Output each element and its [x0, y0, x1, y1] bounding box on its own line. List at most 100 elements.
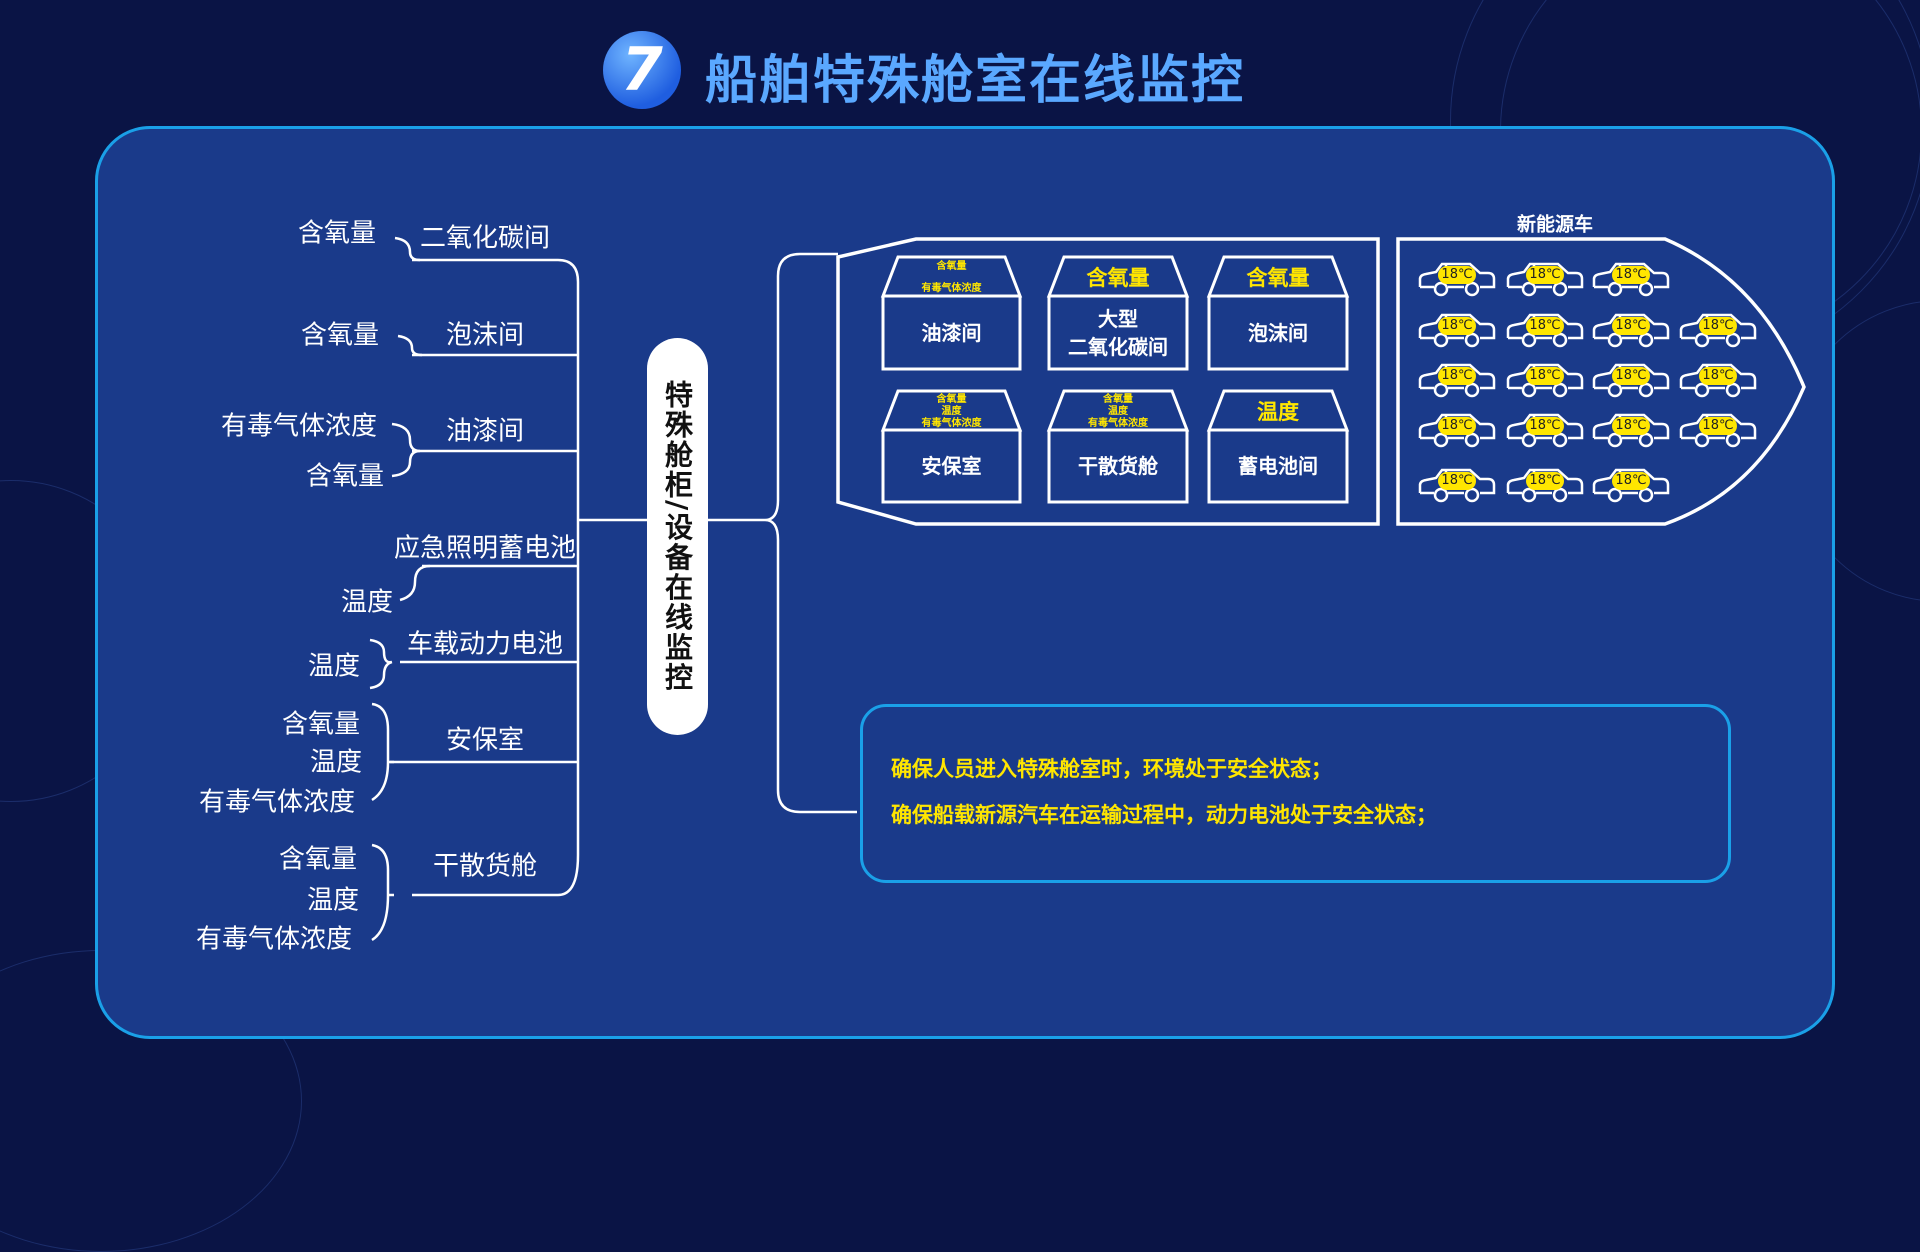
room-sensor-param: 含氧量 [936, 393, 967, 405]
ev-car: 18℃ [1592, 261, 1670, 299]
car-icon [1506, 262, 1584, 297]
ev-car: 18℃ [1506, 312, 1584, 350]
car-battery-temp: 18℃ [1438, 317, 1476, 335]
room-name: 油漆间 [921, 320, 982, 345]
param-label: 含氧量 [297, 218, 377, 249]
branch-co2-room: 二氧化碳间 [419, 223, 551, 254]
room-name: 蓄电池间 [1238, 454, 1318, 478]
car-icon [1679, 363, 1757, 398]
car-battery-temp: 18℃ [1526, 417, 1564, 435]
car-icon [1506, 313, 1584, 348]
room-sensors: 含氧量温度有毒气体浓度 [922, 394, 982, 430]
room-outline [1046, 255, 1190, 371]
room-outline [1046, 389, 1190, 504]
room-outline [880, 255, 1023, 371]
room-name: 干散货舱 [1078, 454, 1158, 478]
branch-bulk-cargo: 干散货舱 [432, 851, 538, 882]
room-sensors: 含氧量 [1087, 266, 1150, 290]
ev-car: 18℃ [1418, 412, 1496, 450]
room-outline [1206, 389, 1350, 504]
room-name: 安保室 [921, 454, 982, 478]
car-battery-temp: 18℃ [1699, 417, 1737, 435]
car-battery-temp: 18℃ [1612, 417, 1650, 435]
car-battery-temp: 18℃ [1526, 472, 1564, 490]
room-sensor-param: 含氧量 [1103, 393, 1133, 405]
room-sensor-param: 有毒气体浓度 [921, 417, 982, 429]
branch-paint-room: 油漆间 [445, 416, 525, 447]
car-icon [1679, 313, 1757, 348]
room-sensor-param: 有毒气体浓度 [1088, 417, 1148, 429]
car-battery-temp: 18℃ [1526, 266, 1564, 284]
ev-car: 18℃ [1679, 362, 1757, 400]
ev-car: 18℃ [1592, 467, 1670, 505]
room-name: 大型二氧化碳间 [1068, 305, 1168, 361]
car-icon [1418, 363, 1496, 398]
ev-car: 18℃ [1418, 362, 1496, 400]
branch-security-room: 安保室 [445, 725, 525, 756]
room-sensors: 温度 [1257, 400, 1299, 424]
room-sensor-param: 温度 [941, 405, 962, 417]
branch-foam-room: 泡沫间 [445, 320, 525, 351]
branch-vehicle-battery: 车载动力电池 [406, 629, 564, 660]
ev-section-label: 新能源车 [1516, 213, 1594, 236]
car-battery-temp: 18℃ [1699, 367, 1737, 385]
param-label: 温度 [309, 747, 363, 778]
ev-car: 18℃ [1418, 312, 1496, 350]
car-icon [1418, 413, 1496, 448]
room-sensors: 含氧量有毒气体浓度 [922, 256, 982, 300]
param-label: 含氧量 [300, 320, 380, 351]
param-label: 有毒气体浓度 [220, 411, 378, 442]
info-line-1: 确保人员进入特殊舱室时，环境处于安全状态； [891, 757, 1332, 781]
param-label: 含氧量 [278, 844, 358, 875]
ev-car: 18℃ [1418, 261, 1496, 299]
car-icon [1418, 262, 1496, 297]
room-sensors: 含氧量温度有毒气体浓度 [1088, 394, 1148, 430]
page-title: 船舶特殊舱室在线监控 [705, 51, 1246, 111]
room-name-line: 大型 [1098, 306, 1138, 331]
car-battery-temp: 18℃ [1612, 317, 1650, 335]
ev-car: 18℃ [1506, 412, 1584, 450]
car-battery-temp: 18℃ [1612, 472, 1650, 490]
car-icon [1418, 313, 1496, 348]
title-number-badge: 7 [603, 31, 681, 109]
car-icon [1592, 413, 1670, 448]
room-sensor-param: 有毒气体浓度 [921, 282, 982, 294]
room-sensors: 含氧量 [1247, 266, 1310, 290]
room-outline [880, 389, 1023, 504]
ev-car: 18℃ [1506, 362, 1584, 400]
car-battery-temp: 18℃ [1612, 367, 1650, 385]
room-sensor-param: 温度 [1108, 405, 1128, 417]
branch-emergency-battery: 应急照明蓄电池 [393, 533, 577, 564]
ev-car: 18℃ [1679, 312, 1757, 350]
car-battery-temp: 18℃ [1526, 367, 1564, 385]
param-label: 有毒气体浓度 [198, 787, 356, 818]
ev-car: 18℃ [1592, 312, 1670, 350]
car-icon [1506, 468, 1584, 503]
room-name: 泡沫间 [1248, 320, 1308, 345]
param-label: 有毒气体浓度 [195, 924, 353, 955]
car-icon [1418, 468, 1496, 503]
ev-car: 18℃ [1506, 261, 1584, 299]
car-battery-temp: 18℃ [1438, 417, 1476, 435]
room-outline [1206, 255, 1350, 371]
ev-car: 18℃ [1418, 467, 1496, 505]
car-battery-temp: 18℃ [1438, 367, 1476, 385]
car-battery-temp: 18℃ [1438, 266, 1476, 284]
room-outlines [880, 255, 1350, 504]
center-node: 特殊舱柜/设备在线监控 [647, 338, 708, 735]
ev-car: 18℃ [1592, 412, 1670, 450]
car-icon [1592, 363, 1670, 398]
param-label: 含氧量 [305, 461, 385, 492]
param-label: 温度 [306, 885, 360, 916]
room-sensor-param: 含氧量 [936, 260, 967, 272]
mindmap-connectors [369, 236, 1806, 942]
car-battery-temp: 18℃ [1612, 266, 1650, 284]
car-battery-temp: 18℃ [1438, 472, 1476, 490]
car-battery-temp: 18℃ [1699, 317, 1737, 335]
car-icon [1506, 363, 1584, 398]
room-sensor-param: 含氧量 [1246, 265, 1310, 290]
car-battery-temp: 18℃ [1526, 317, 1564, 335]
info-box [860, 704, 1731, 883]
room-sensor-param: 含氧量 [1086, 265, 1150, 290]
ev-car: 18℃ [1506, 467, 1584, 505]
